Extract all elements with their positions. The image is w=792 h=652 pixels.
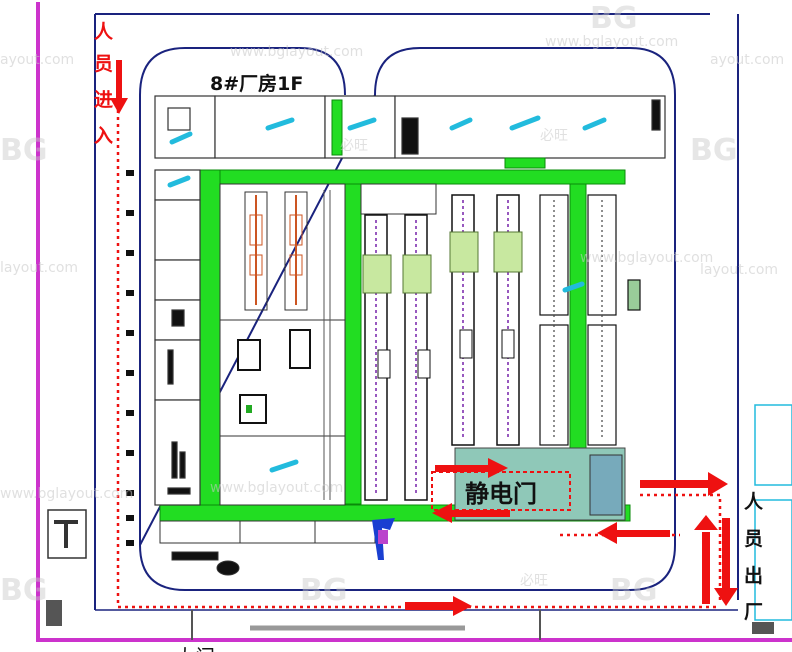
svg-text:入: 入 [94, 125, 113, 147]
bottom-label: 大门 [175, 645, 215, 652]
production-lines-left [237, 191, 311, 424]
svg-text:必旺: 必旺 [340, 138, 368, 154]
svg-text:ayout.com: ayout.com [710, 52, 784, 68]
svg-text:ayout.com: ayout.com [0, 52, 74, 68]
svg-text:BG: BG [0, 133, 48, 168]
route-arrows [110, 60, 738, 616]
fan-icon [372, 518, 395, 560]
svg-text:www.bglayout.com: www.bglayout.com [210, 480, 343, 496]
svg-text:www.bglayout.com: www.bglayout.com [580, 250, 713, 266]
door-area [431, 447, 626, 521]
svg-text:www.bglayout.com: www.bglayout.com [545, 34, 678, 50]
svg-text:layout.com: layout.com [700, 262, 778, 278]
left-rooms [154, 169, 201, 506]
bottom-rooms [159, 520, 376, 576]
svg-text:BG: BG [610, 573, 658, 608]
watermarks: ayout.com www.bglayout.com www.bglayout.… [0, 1, 784, 608]
storage-racks [539, 194, 641, 446]
wall-posts [126, 170, 134, 546]
station-boxes [362, 231, 523, 379]
door-label: 静电门 [465, 480, 537, 508]
exit-label: 人 员 出 厂 [744, 491, 764, 623]
svg-text:员: 员 [94, 53, 113, 75]
right-structures [752, 404, 792, 634]
svg-text:厂: 厂 [744, 601, 763, 623]
svg-text:必旺: 必旺 [520, 573, 548, 589]
svg-text:BG: BG [0, 573, 48, 608]
building-label: 8#厂房1F [210, 72, 303, 95]
svg-text:www.bglayout.com: www.bglayout.com [230, 44, 363, 60]
svg-text:BG: BG [590, 1, 638, 36]
svg-text:www.bglayout.com: www.bglayout.com [0, 486, 133, 502]
bottom-gate [191, 610, 541, 640]
svg-text:进: 进 [94, 89, 113, 111]
top-rooms [154, 95, 666, 159]
equipment-marks [167, 115, 607, 491]
svg-text:必旺: 必旺 [540, 128, 568, 144]
svg-text:人: 人 [744, 491, 764, 513]
svg-text:BG: BG [690, 133, 738, 168]
production-area [219, 183, 437, 506]
svg-text:出: 出 [744, 564, 763, 587]
svg-text:员: 员 [744, 528, 763, 550]
entry-label: 人 员 进 入 [94, 21, 114, 147]
svg-text:BG: BG [300, 573, 348, 608]
building-outline [138, 47, 676, 591]
svg-text:layout.com: layout.com [0, 260, 78, 276]
svg-text:人: 人 [94, 21, 114, 43]
left-gate [46, 509, 87, 626]
